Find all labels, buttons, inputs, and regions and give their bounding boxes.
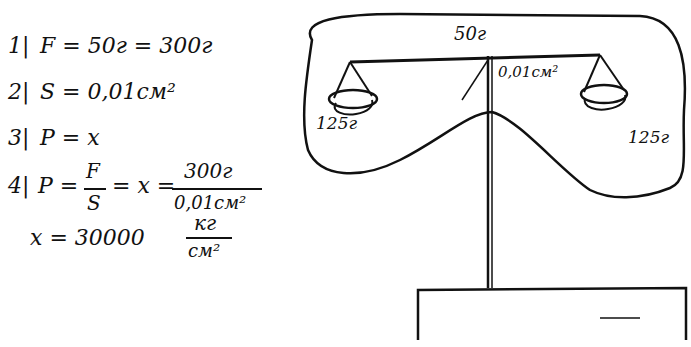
support-line xyxy=(462,60,488,100)
balance-stand xyxy=(491,56,493,288)
denominator: S xyxy=(87,192,101,214)
step-number: 4| xyxy=(8,174,29,198)
formula: = x = xyxy=(112,174,175,198)
unit-numerator: кг xyxy=(194,212,216,234)
numerator: F xyxy=(86,160,100,182)
step-number: 1| xyxy=(8,34,29,58)
weight xyxy=(585,95,626,110)
formula: F = 50г = 300г xyxy=(40,34,212,58)
enclosing-outline xyxy=(304,14,685,197)
fraction-bar xyxy=(186,237,232,239)
balance-pan xyxy=(581,85,627,103)
denominator: 0,01см² xyxy=(174,193,246,213)
fraction-bar xyxy=(172,188,262,190)
weight xyxy=(335,100,373,115)
base-mark xyxy=(600,317,640,319)
formula: P = xyxy=(38,174,78,198)
numerator: 300г xyxy=(184,160,232,182)
area-label: 0,01см² xyxy=(498,64,558,81)
step-number: 3| xyxy=(8,126,29,150)
balance-base xyxy=(418,288,686,340)
mass-label: 125г xyxy=(628,128,669,147)
formula: S = 0,01см² xyxy=(40,80,176,104)
mass-label: 50г xyxy=(454,24,486,44)
balance-stand xyxy=(487,56,490,288)
formula: P = x xyxy=(40,126,100,150)
balance-pan xyxy=(329,90,377,108)
mass-label: 125г xyxy=(316,114,357,133)
fraction-bar xyxy=(84,188,106,190)
balance-beam xyxy=(350,55,600,62)
unit-denominator: см² xyxy=(188,241,220,261)
step-number: 2| xyxy=(8,80,29,104)
result: x = 30000 xyxy=(30,226,145,250)
